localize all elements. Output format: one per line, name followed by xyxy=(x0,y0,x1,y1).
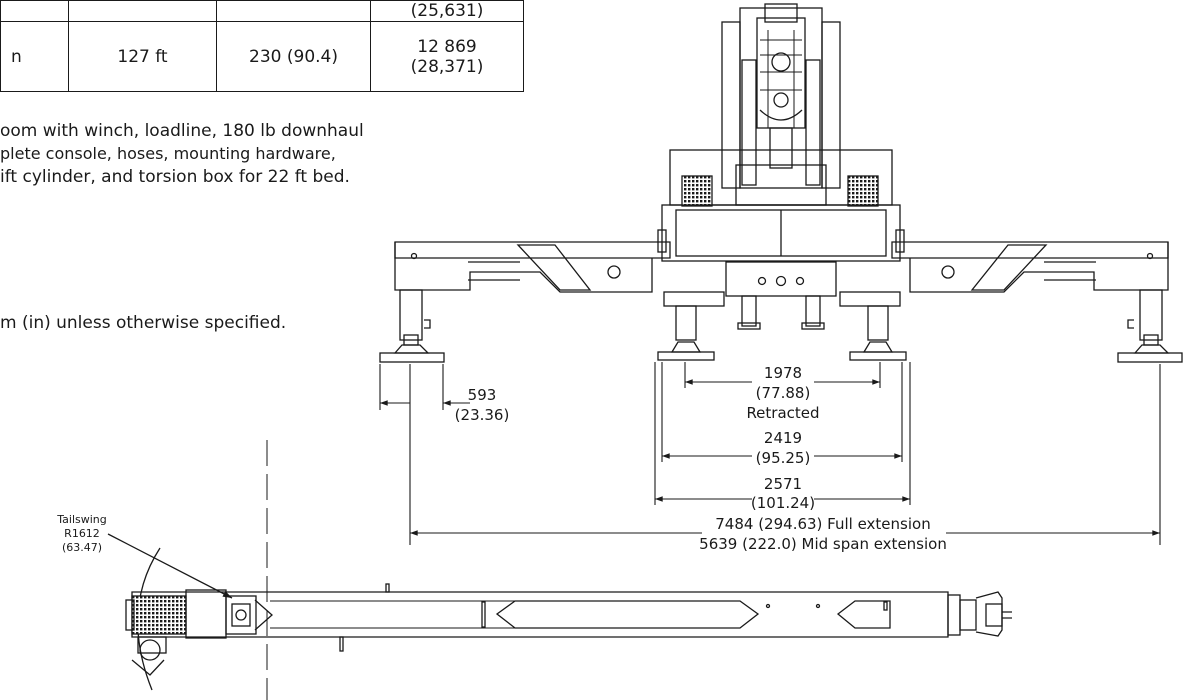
note-line: oom with winch, loadline, 180 lb downhau… xyxy=(0,121,364,141)
tailswing-radius-in-label: (63.47) xyxy=(62,541,102,554)
retracted-caption: Retracted xyxy=(746,404,819,422)
pad-width-label: 593 xyxy=(468,386,497,404)
dimension-lines xyxy=(379,362,1161,545)
spec-table: (25,631) n 127 ft 230 (90.4) 12 869 (28,… xyxy=(0,0,524,92)
crane-plan-view xyxy=(107,440,1012,700)
outer-width-in-label: (101.24) xyxy=(751,494,815,512)
tailswing-label: Tailswing xyxy=(56,513,107,526)
table-cell: 127 ft xyxy=(68,21,217,92)
mid-width-in-label: (95.25) xyxy=(756,449,811,467)
table-cell: 12 869 (28,371) xyxy=(370,21,524,92)
table-row: (25,631) xyxy=(0,0,524,22)
units-note: m (in) unless otherwise specified. xyxy=(0,313,287,333)
mid-span-extension-label: 5639 (222.0) Mid span extension xyxy=(699,535,947,553)
pad-width-in-label: (23.36) xyxy=(455,406,510,424)
table-cell: n xyxy=(0,21,69,92)
table-cell: 230 (90.4) xyxy=(216,21,371,92)
retracted-label: 1978 xyxy=(764,364,802,382)
crane-front-view xyxy=(379,3,1183,363)
retracted-in-label: (77.88) xyxy=(756,384,811,402)
outer-width-label: 2571 xyxy=(764,475,802,493)
tailswing-labels: Tailswing R1612 (63.47) xyxy=(56,513,107,554)
note-line: plete console, hoses, mounting hardware, xyxy=(0,144,336,163)
dimension-labels: 593 (23.36) 1978 (77.88) Retracted 2419 … xyxy=(455,364,947,553)
table-row: n 127 ft 230 (90.4) 12 869 (28,371) xyxy=(0,21,524,92)
full-extension-label: 7484 (294.63) Full extension xyxy=(715,515,930,533)
tailswing-radius-label: R1612 xyxy=(64,527,100,540)
mid-width-label: 2419 xyxy=(764,429,802,447)
note-line: ift cylinder, and torsion box for 22 ft … xyxy=(0,167,350,187)
